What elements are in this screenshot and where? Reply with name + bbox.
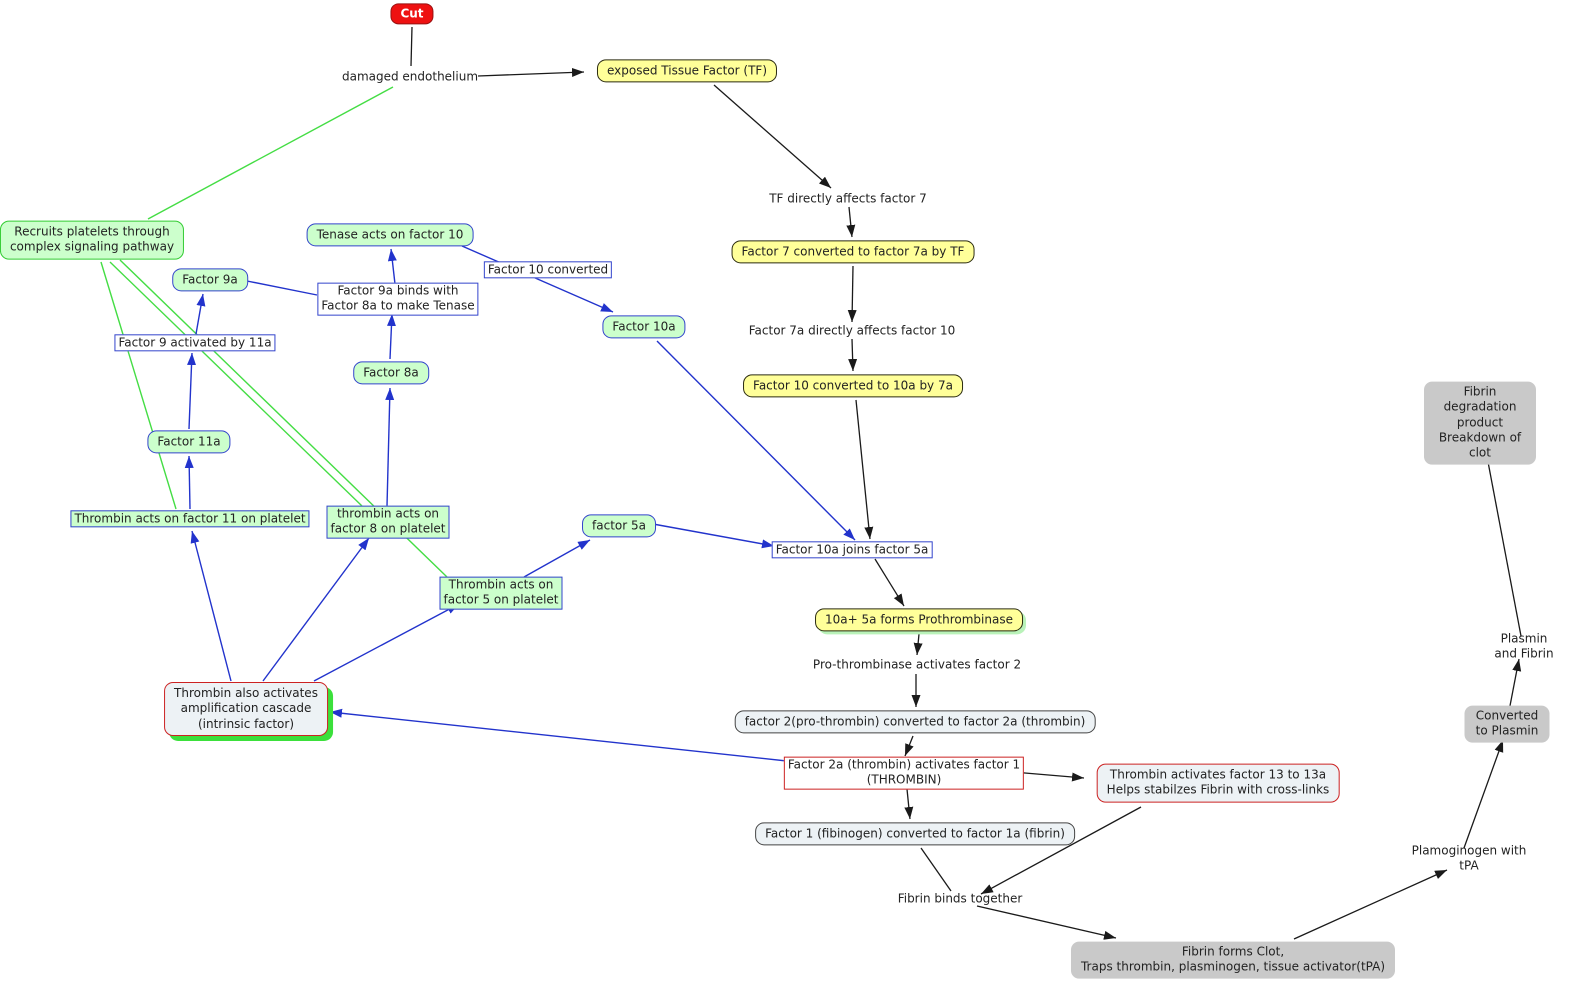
edge-factor2a-thrombin13 [1012,771,1085,782]
node-factor7-converted[interactable]: Factor 7 converted to factor 7a by TF [731,240,975,264]
edge-f9label-factor9a [195,293,206,335]
edge-tf-affects7 [713,84,832,189]
edge-factor2a-also [329,708,797,763]
node-factor10-converted-by-7a[interactable]: Factor 10 converted to 10a by 7a [743,374,963,398]
node-thrombin-acts-factor11[interactable]: Thrombin acts on factor 11 on platelet [70,510,310,528]
node-plasminogen-with-tpa[interactable]: Plamoginogen with tPA [1411,843,1527,873]
edge-factor8a-bindslabel [386,313,396,360]
edge-factor9a-bindslabel [246,280,318,296]
edge-also-thrombinf11 [190,530,232,682]
node-fibrin-forms-clot[interactable]: Fibrin forms Clot, Traps thrombin, plasm… [1070,941,1396,979]
edge-also-thrombinf5 [313,603,460,682]
node-factor7a-affects-factor10[interactable]: Factor 7a directly affects factor 10 [748,323,956,338]
node-thrombin-acts-factor8[interactable]: thrombin acts on factor 8 on platelet [326,505,450,539]
edge-thrombinf5-factor5a [523,539,591,578]
node-factor-10a[interactable]: Factor 10a [602,315,686,339]
node-recruits-platelets[interactable]: Recruits platelets through complex signa… [0,220,185,260]
node-factor-5a[interactable]: factor 5a [582,514,656,538]
edge-thrombinf8-factor8a [385,387,395,507]
edge-factor2-factor2a [904,735,914,757]
node-plasmin-and-fibrin[interactable]: Plasmin and Fibrin [1494,631,1554,661]
edge-plasmin-degradation [1482,445,1522,637]
edge-cut-damaged [410,26,413,67]
edge-converted-plasmin [1508,658,1522,712]
edge-also-thrombinf8 [262,537,370,682]
node-damaged-endothelium[interactable]: damaged endothelium [341,69,479,84]
edge-f7a-f10conv [848,338,858,372]
node-thrombin-acts-factor5[interactable]: Thrombin acts on factor 5 on platelet [439,576,563,610]
node-factor9-activated-by-11a[interactable]: Factor 9 activated by 11a [114,334,276,352]
green-links [100,86,448,578]
node-factor-9a[interactable]: Factor 9a [172,268,248,292]
node-fibrin-binds-together[interactable]: Fibrin binds together [897,891,1023,906]
node-converted-to-plasmin[interactable]: Converted to Plasmin [1464,705,1550,743]
edge-joins-prothrombinase [874,558,905,607]
node-factor9a-binds-factor8a[interactable]: Factor 9a binds with Factor 8a to make T… [317,282,479,316]
node-factor10a-joins-factor5a[interactable]: Factor 10a joins factor 5a [771,541,933,559]
edge-thrombin13-fibrinbinds [980,806,1142,895]
node-cut[interactable]: Cut [390,3,434,25]
edge-prothrombinase-activates [913,633,923,656]
edge-factor11a-f9label [187,352,197,430]
edge-plasminogen-converted [1463,739,1504,849]
edge-factor1-fibrinbinds [920,847,952,892]
edge-damaged-recruits [147,86,394,220]
node-tf-affects-factor7[interactable]: TF directly affects factor 7 [769,191,927,206]
black-links [410,26,1522,940]
edge-f10conv-joins [855,399,874,540]
edge-factor10a-joins [656,340,856,541]
node-fibrin-degradation-product[interactable]: Fibrin degradation product Breakdown of … [1424,381,1536,465]
node-thrombin-activates-factor13[interactable]: Thrombin activates factor 13 to 13a Help… [1096,763,1340,803]
edge-f7conv-f7a [847,265,857,323]
node-thrombin-also-activates[interactable]: Thrombin also activates amplification ca… [164,681,328,737]
node-factor10-converted-label[interactable]: Factor 10 converted [483,261,613,279]
edge-clot-plasminogen [1293,869,1448,940]
edge-tenase-factor10a [461,245,614,313]
node-factor1-converted[interactable]: Factor 1 (fibinogen) converted to factor… [755,822,1075,846]
node-prothrombinase[interactable]: 10a+ 5a forms Prothrombinase [815,608,1023,632]
blue-links [184,245,856,763]
edge-thrombinf11-factor11a [184,455,194,510]
edge-recruits-thrombinf8 [109,261,363,507]
edge-fibrinbinds-clot [976,905,1117,940]
node-factor2-converted[interactable]: factor 2(pro-thrombin) converted to fact… [734,710,1096,734]
node-tenase-acts-factor10[interactable]: Tenase acts on factor 10 [306,223,474,247]
edge-factor2a-factor1 [904,788,914,820]
node-prothrombinase-activates-factor2[interactable]: Pro-thrombinase activates factor 2 [812,657,1022,672]
node-factor-8a[interactable]: Factor 8a [353,361,429,385]
edge-affects7-f7conv [846,206,856,238]
node-exposed-tissue-factor[interactable]: exposed Tissue Factor (TF) [596,59,778,83]
edge-bindslabel-tenase [387,248,397,285]
edge-recruits-thrombinf11 [100,261,177,510]
node-factor2a-activates-factor1[interactable]: Factor 2a (thrombin) activates factor 1 … [783,756,1025,790]
node-factor-11a[interactable]: Factor 11a [147,430,231,454]
edge-damaged-tf [477,67,585,77]
edge-factor5a-joins [652,523,775,549]
